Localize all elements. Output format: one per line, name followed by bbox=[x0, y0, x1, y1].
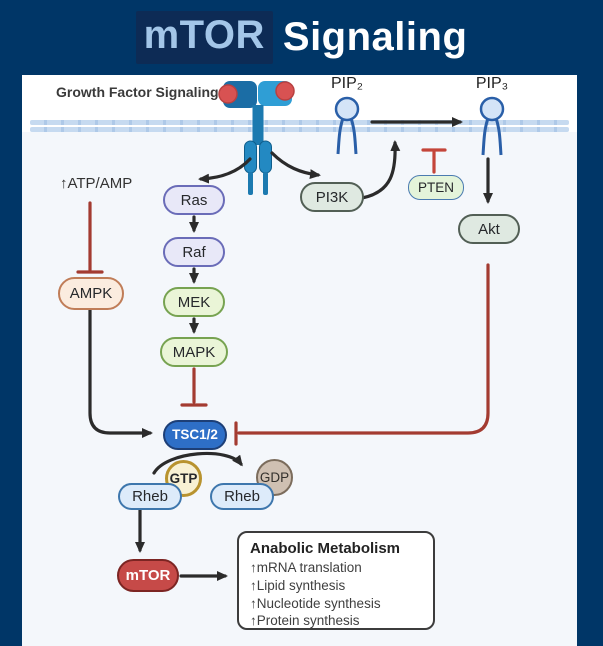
pathway-diagram-panel: Growth Factor Signaling PIP₂ PIP₃ ↑ATP/A… bbox=[22, 75, 577, 646]
node-raf: Raf bbox=[163, 237, 225, 267]
node-gdp: GDP bbox=[256, 459, 293, 496]
node-ras: Ras bbox=[163, 185, 225, 215]
anabolic-item-mrna: ↑mRNA translation bbox=[250, 560, 362, 575]
node-pten: PTEN bbox=[408, 175, 464, 200]
pip2-label: PIP₂ bbox=[331, 75, 363, 92]
anabolic-box-title: Anabolic Metabolism bbox=[250, 540, 401, 557]
page-title: mTOR Signaling bbox=[0, 0, 603, 75]
cell-membrane-outer-leaflet bbox=[30, 120, 569, 125]
anabolic-item-nucleotide: ↑Nucleotide synthesis bbox=[250, 595, 381, 611]
growth-factor-signaling-label: Growth Factor Signaling bbox=[56, 84, 219, 100]
node-akt: Akt bbox=[458, 214, 520, 244]
anabolic-item-protein: ↑Protein synthesis bbox=[250, 613, 360, 629]
node-mapk: MAPK bbox=[160, 337, 228, 367]
node-pi3k: PI3K bbox=[300, 182, 364, 212]
node-gtp: GTP bbox=[165, 460, 202, 497]
node-tsc12: TSC1/2 bbox=[163, 420, 227, 450]
title-highlight: mTOR bbox=[135, 11, 273, 64]
title-rest: Signaling bbox=[282, 15, 468, 59]
anabolic-item-lipid: ↑Lipid synthesis bbox=[250, 577, 346, 593]
node-mek: MEK bbox=[163, 287, 225, 317]
atp-amp-ratio-label: ↑ATP/AMP bbox=[60, 175, 133, 192]
cell-membrane-inner-leaflet bbox=[30, 127, 569, 132]
node-ampk: AMPK bbox=[58, 277, 124, 310]
anabolic-metabolism-box: Anabolic Metabolism ↑mRNA translation ↑L… bbox=[237, 531, 435, 630]
pip3-label: PIP₃ bbox=[475, 75, 509, 92]
node-rheb-gtp: Rheb bbox=[118, 483, 182, 510]
node-rheb-gdp: Rheb bbox=[210, 483, 274, 510]
node-mtor: mTOR bbox=[117, 559, 179, 592]
